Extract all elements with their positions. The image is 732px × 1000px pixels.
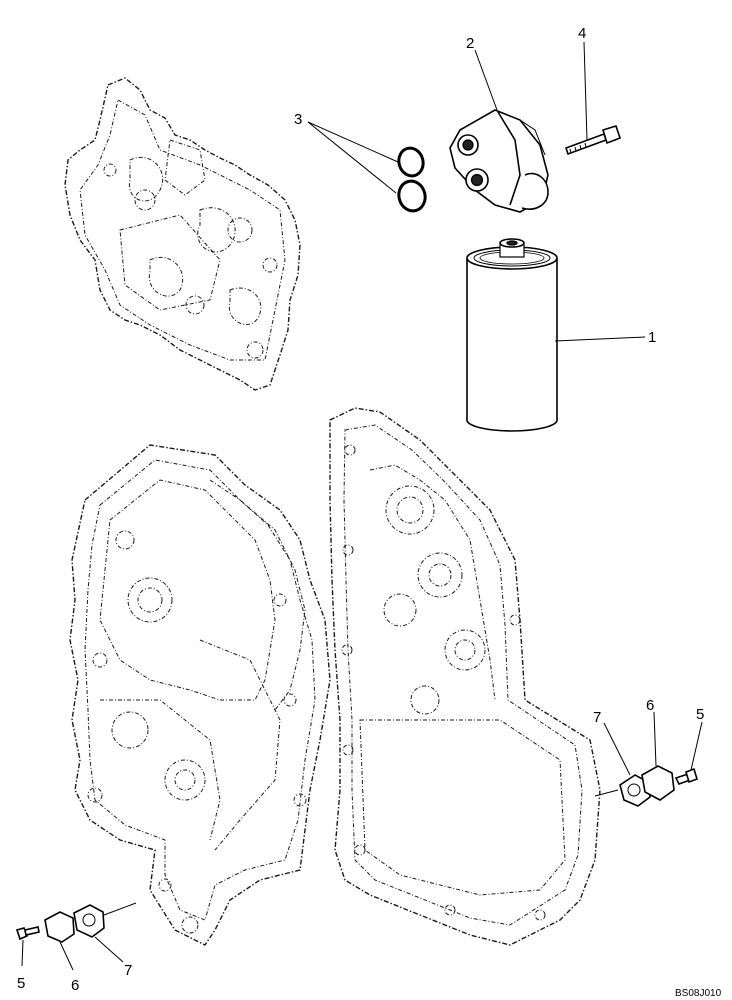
bolt [564,125,622,156]
drawing-code: BS08J010 [675,988,722,999]
callout-2: 2 [466,35,474,52]
callout-6-left: 6 [71,977,79,994]
left-cover-hardware [15,902,137,943]
callout-7-left: 7 [124,962,132,979]
transmission-housing [69,444,331,946]
rear-cover-plate [329,407,601,946]
callout-5-right: 5 [696,706,704,723]
callout-4: 4 [578,25,586,42]
callout-labels: 1 2 3 4 5 6 7 5 6 7 [17,25,704,994]
o-rings [397,146,427,213]
callout-1: 1 [648,329,656,346]
valve-body-plate [64,77,301,391]
callout-3: 3 [294,111,302,128]
filter-head [449,109,549,213]
oil-filter-cartridge [466,238,558,432]
callout-7-right: 7 [593,709,601,726]
right-cover-hardware [594,765,698,807]
leader-lines [21,41,703,971]
callout-6-right: 6 [646,697,654,714]
callout-5-left: 5 [17,975,25,992]
